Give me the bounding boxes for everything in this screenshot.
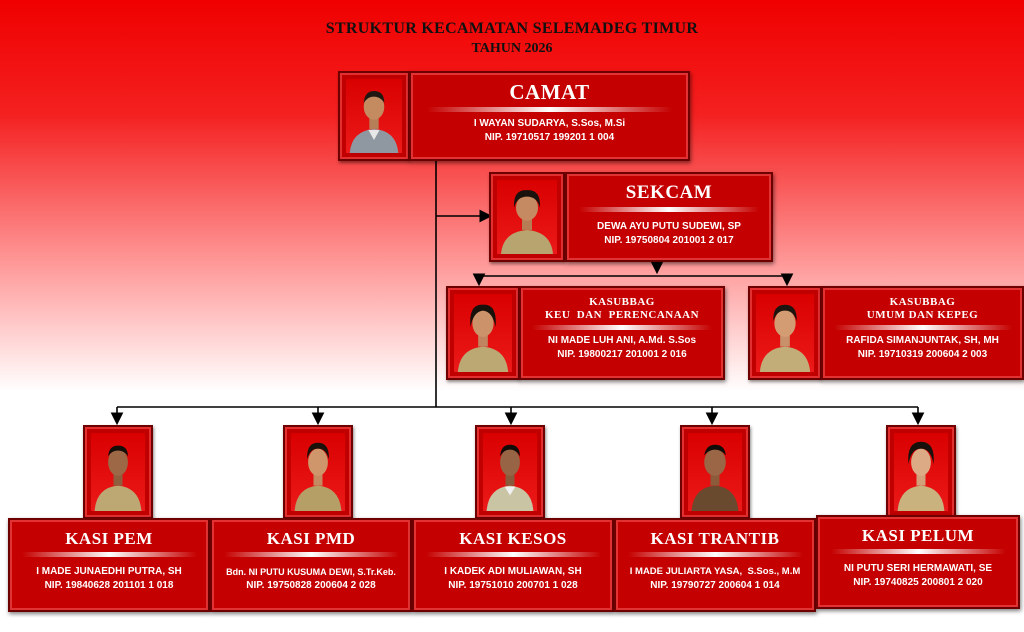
person-name: I MADE JULIARTA YASA, S.Sos., M.M [629,566,801,577]
person-name: NI PUTU SERI HERMAWATI, SE [843,563,993,574]
person-name: RAFIDA SIMANJUNTAK, SH, MH [846,335,999,346]
kasubbag-keu-card: KASUBBAG KEU DAN PERENCANAAN NI MADE LUH… [519,286,725,380]
person-icon [294,442,342,511]
person-name: Bdn. NI PUTU KUSUMA DEWI, S.Tr.Keb. [226,567,396,577]
divider [833,325,1012,330]
person-name: DEWA AYU PUTU SUDEWI, SP [597,221,741,232]
role-title: SEKCAM [625,182,713,203]
sekcam-card: SEKCAM DEWA AYU PUTU SUDEWI, SP NIP. 197… [565,172,773,262]
kasi-pem-photo [83,425,153,519]
kasubbag-keu-photo [446,286,520,380]
divider [223,552,399,557]
person-name: I WAYAN SUDARYA, S.Sos, M.Si [473,118,626,129]
sekcam-photo [489,172,565,262]
kasi-pelum-photo [886,425,956,519]
kasi-kesos-card: KASI KESOS I KADEK ADI MULIAWAN, SH NIP.… [412,518,614,612]
role-title: CAMAT [509,80,590,104]
person-nip: NIP. 19740825 200801 2 020 [853,577,983,588]
role-subtitle: KEU DAN PERENCANAAN [544,309,700,321]
kasi-pem-card: KASI PEM I MADE JUNAEDHI PUTRA, SH NIP. … [8,518,210,612]
divider [425,552,601,557]
person-nip: NIP. 19790727 200604 1 014 [650,580,780,591]
divider [427,107,672,112]
divider [21,552,197,557]
person-nip: NIP. 19710517 199201 1 004 [484,132,615,143]
person-nip: NIP. 19800217 201001 2 016 [557,349,687,360]
person-name: NI MADE LUH ANI, A.Md. S.Sos [547,335,697,346]
person-icon [486,444,534,511]
divider [532,325,712,330]
person-nip: NIP. 19840628 201101 1 018 [44,580,174,591]
camat-card: CAMAT I WAYAN SUDARYA, S.Sos, M.Si NIP. … [409,71,690,161]
divider [830,549,1006,554]
person-icon [349,91,399,153]
person-icon [94,445,142,511]
kasi-trantib-card: KASI TRANTIB I MADE JULIARTA YASA, S.Sos… [614,518,816,612]
person-nip: NIP. 19750804 201001 2 017 [604,235,734,246]
kasubbag-umum-card: KASUBBAG UMUM DAN KEPEG RAFIDA SIMANJUNT… [821,286,1024,380]
person-icon [501,190,553,254]
person-nip: NIP. 19750828 200604 2 028 [246,580,376,591]
kasi-pmd-photo [283,425,353,519]
role-title: KASI TRANTIB [650,529,780,548]
kasi-pelum-card: KASI PELUM NI PUTU SERI HERMAWATI, SE NI… [816,515,1020,609]
kasi-trantib-photo [680,425,750,519]
kasubbag-umum-photo [748,286,822,380]
role-title: KASI KESOS [459,529,567,548]
person-name: I KADEK ADI MULIAWAN, SH [444,566,582,577]
role-subtitle: UMUM DAN KEPEG [866,309,979,321]
kasi-kesos-photo [475,425,545,519]
person-icon [759,304,811,372]
person-icon [897,441,945,511]
chart-title: STRUKTUR KECAMATAN SELEMADEG TIMUR [325,20,699,37]
person-name: I MADE JUNAEDHI PUTRA, SH [36,566,182,577]
person-nip: NIP. 19710319 200604 2 003 [857,349,988,360]
role-title: KASI PELUM [861,526,975,545]
person-icon [457,304,509,372]
role-title: KASI PEM [65,529,153,548]
role-title: KASUBBAG [589,296,655,308]
role-title: KASUBBAG [889,296,956,308]
person-nip: NIP. 19751010 200701 1 028 [448,580,578,591]
camat-photo [338,71,410,161]
person-icon [691,444,739,511]
kasi-pmd-card: KASI PMD Bdn. NI PUTU KUSUMA DEWI, S.Tr.… [210,518,412,612]
chart-year: TAHUN 2026 [471,41,553,56]
divider [627,552,803,557]
divider [579,207,759,212]
role-title: KASI PMD [266,529,356,548]
